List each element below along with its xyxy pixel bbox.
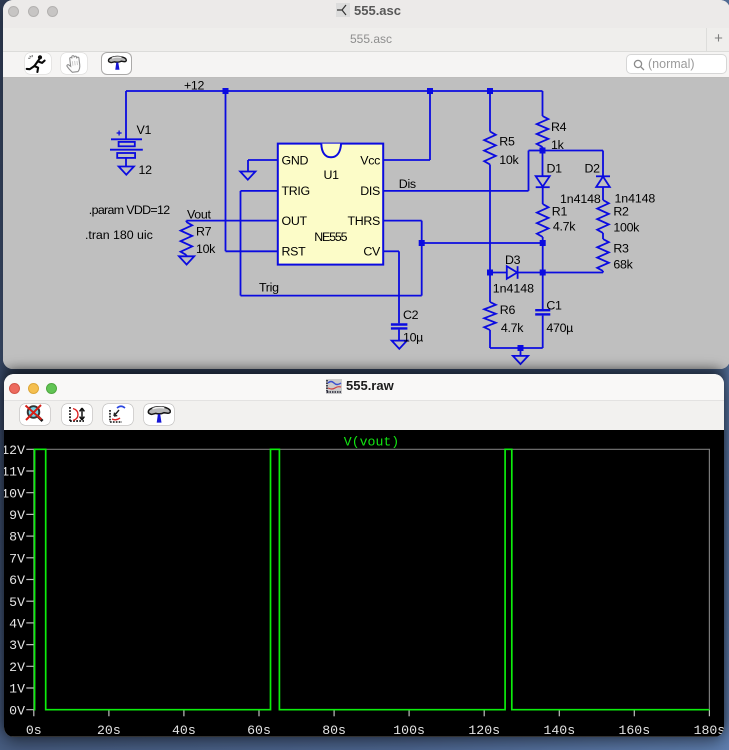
svg-text:R4: R4 (551, 120, 567, 134)
svg-text:Dis: Dis (399, 177, 416, 191)
svg-text:470µ: 470µ (546, 321, 573, 335)
svg-text:140s: 140s (543, 723, 575, 737)
svg-text:5V: 5V (9, 595, 25, 610)
svg-text:3V: 3V (9, 639, 25, 654)
svg-text:R2: R2 (613, 204, 629, 218)
svg-text:0s: 0s (26, 723, 42, 737)
svg-text:9V: 9V (9, 508, 25, 523)
svg-text:TRIG: TRIG (282, 184, 310, 198)
svg-text:Vout: Vout (187, 207, 211, 221)
svg-text:12: 12 (139, 163, 153, 177)
svg-text:1n4148: 1n4148 (615, 192, 656, 206)
svg-text:+12: +12 (184, 79, 205, 93)
svg-text:Vcc: Vcc (360, 153, 380, 167)
svg-text:1V: 1V (9, 682, 25, 697)
svg-text:7V: 7V (9, 552, 25, 567)
svg-text:80s: 80s (322, 723, 346, 737)
svg-text:1k: 1k (551, 138, 565, 152)
svg-text:V1: V1 (137, 123, 152, 137)
svg-text:1n4148: 1n4148 (560, 192, 601, 206)
svg-text:Trig: Trig (259, 281, 279, 295)
svg-text:C1: C1 (546, 298, 562, 312)
svg-text:R7: R7 (196, 225, 212, 239)
svg-text:D2: D2 (585, 161, 601, 175)
svg-text:R6: R6 (500, 303, 516, 317)
svg-text:40s: 40s (172, 723, 196, 737)
svg-text:4.7k: 4.7k (501, 321, 524, 335)
svg-text:V(vout): V(vout) (344, 435, 399, 450)
svg-text:160s: 160s (618, 723, 650, 737)
svg-text:11V: 11V (4, 465, 25, 480)
svg-text:R1: R1 (552, 204, 568, 218)
svg-text:68k: 68k (613, 258, 633, 272)
svg-text:10k: 10k (499, 153, 519, 167)
svg-text:C2: C2 (403, 308, 419, 322)
svg-text:0V: 0V (9, 704, 25, 719)
svg-text:12V: 12V (4, 443, 25, 458)
svg-text:THRS: THRS (347, 214, 380, 228)
svg-text:OUT: OUT (282, 214, 308, 228)
svg-text:D3: D3 (505, 253, 521, 267)
svg-text:10µ: 10µ (403, 331, 423, 345)
svg-text:RST: RST (282, 245, 307, 259)
svg-text:U1: U1 (324, 168, 340, 182)
svg-text:100s: 100s (393, 723, 425, 737)
svg-text:100k: 100k (613, 221, 640, 235)
svg-text:2V: 2V (9, 660, 25, 675)
svg-text:10k: 10k (196, 242, 216, 256)
svg-text:NE555: NE555 (314, 230, 347, 244)
svg-text:CV: CV (363, 245, 381, 259)
svg-text:4.7k: 4.7k (553, 220, 576, 234)
svg-text:GND: GND (282, 153, 309, 167)
svg-text:.tran 180 uic: .tran 180 uic (85, 228, 153, 242)
svg-text:.param VDD=12: .param VDD=12 (89, 203, 170, 217)
svg-text:180s: 180s (694, 723, 724, 737)
svg-text:8V: 8V (9, 530, 25, 545)
svg-text:10V: 10V (4, 487, 25, 502)
svg-text:60s: 60s (247, 723, 271, 737)
svg-text:4V: 4V (9, 617, 25, 632)
svg-text:DIS: DIS (360, 184, 380, 198)
svg-text:1n4148: 1n4148 (493, 282, 534, 296)
svg-text:20s: 20s (97, 723, 121, 737)
svg-text:6V: 6V (9, 573, 25, 588)
svg-text:R5: R5 (499, 134, 515, 148)
svg-text:R3: R3 (613, 241, 629, 255)
svg-text:120s: 120s (468, 723, 500, 737)
svg-text:D1: D1 (547, 161, 563, 175)
